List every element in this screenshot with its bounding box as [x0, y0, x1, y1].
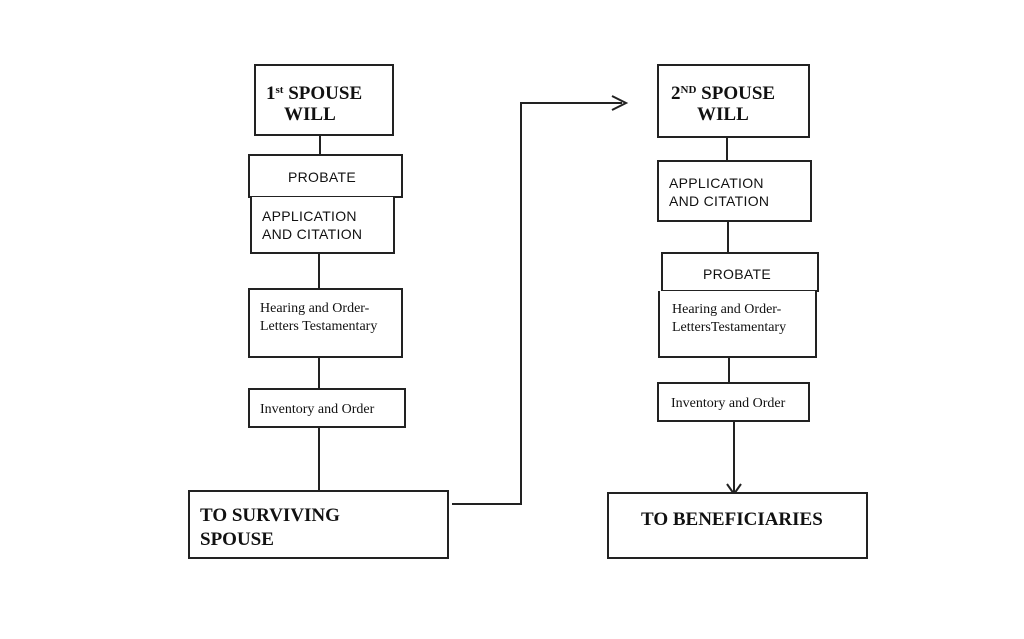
left-probate-label: PROBATE — [288, 169, 356, 185]
connector-bridge-line — [452, 102, 622, 505]
second-spouse-will-box: 2ND SPOUSE WILL — [657, 64, 810, 138]
right-probate-label: PROBATE — [703, 266, 771, 282]
left-application-box: APPLICATION AND CITATION — [250, 197, 395, 254]
first-spouse-will-line2: WILL — [284, 104, 336, 125]
right-application-box: APPLICATION AND CITATION — [657, 160, 812, 222]
beneficiaries-box: TO BENEFICIARIES — [607, 492, 868, 559]
bridge-arrowhead — [611, 95, 629, 111]
right-probate-box: PROBATE — [661, 252, 819, 292]
surviving-spouse-box: TO SURVIVING SPOUSE — [188, 490, 449, 559]
first-spouse-will-title: 1st SPOUSE — [266, 83, 363, 104]
second-spouse-will-line2: WILL — [697, 104, 749, 125]
right-application-label: APPLICATION AND CITATION — [669, 175, 770, 209]
left-inventory-label: Inventory and Order — [260, 402, 375, 417]
left-inventory-box: Inventory and Order — [248, 388, 406, 428]
right-hearing-box: Hearing and Order- LettersTestamentary — [658, 291, 817, 358]
first-spouse-will-box: 1st SPOUSE WILL — [254, 64, 394, 136]
left-probate-box: PROBATE — [248, 154, 403, 198]
right-hearing-label: Hearing and Order- LettersTestamentary — [672, 302, 787, 335]
left-hearing-label: Hearing and Order- Letters Testamentary — [260, 301, 378, 334]
left-application-label: APPLICATION AND CITATION — [262, 208, 363, 242]
right-inventory-label: Inventory and Order — [671, 396, 786, 411]
second-spouse-will-title: 2ND SPOUSE — [671, 83, 776, 104]
surviving-spouse-label: TO SURVIVING SPOUSE — [200, 505, 340, 550]
beneficiaries-label: TO BENEFICIARIES — [641, 509, 823, 530]
left-hearing-box: Hearing and Order- Letters Testamentary — [248, 288, 403, 358]
right-inventory-box: Inventory and Order — [657, 382, 810, 422]
